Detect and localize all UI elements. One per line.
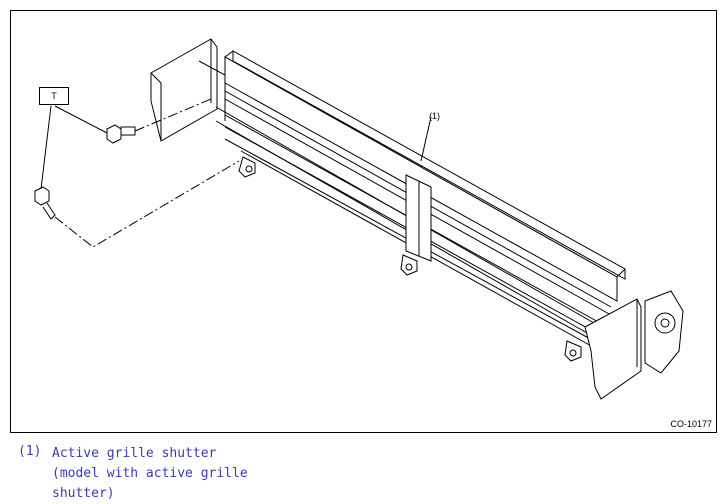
torque-leader-upper: [54, 105, 108, 134]
bolt-upper-path: [134, 98, 212, 132]
grille-shutter-drawing: [34, 38, 684, 400]
bolt-lower-path: [54, 160, 240, 248]
callout-label: (1): [429, 111, 440, 121]
left-bracket: [150, 38, 226, 142]
torque-label-box: T: [39, 87, 69, 105]
legend-item-text: Active grille shutter (model with active…: [52, 446, 248, 501]
torque-leader-lower: [40, 105, 52, 190]
bolt-lower: [34, 186, 56, 220]
shutter-frame: [215, 50, 626, 362]
diagram-frame: T (1) CO-10177: [10, 10, 717, 433]
figure-code: CO-10177: [670, 419, 712, 429]
bolt-upper: [106, 124, 136, 144]
legend-item: (1) Active grille shutter (model with ac…: [18, 444, 718, 504]
legend-item-number: (1): [18, 444, 42, 459]
right-bracket: [584, 290, 684, 400]
callout-leader: [420, 116, 432, 162]
legend: (1) Active grille shutter (model with ac…: [18, 444, 718, 504]
